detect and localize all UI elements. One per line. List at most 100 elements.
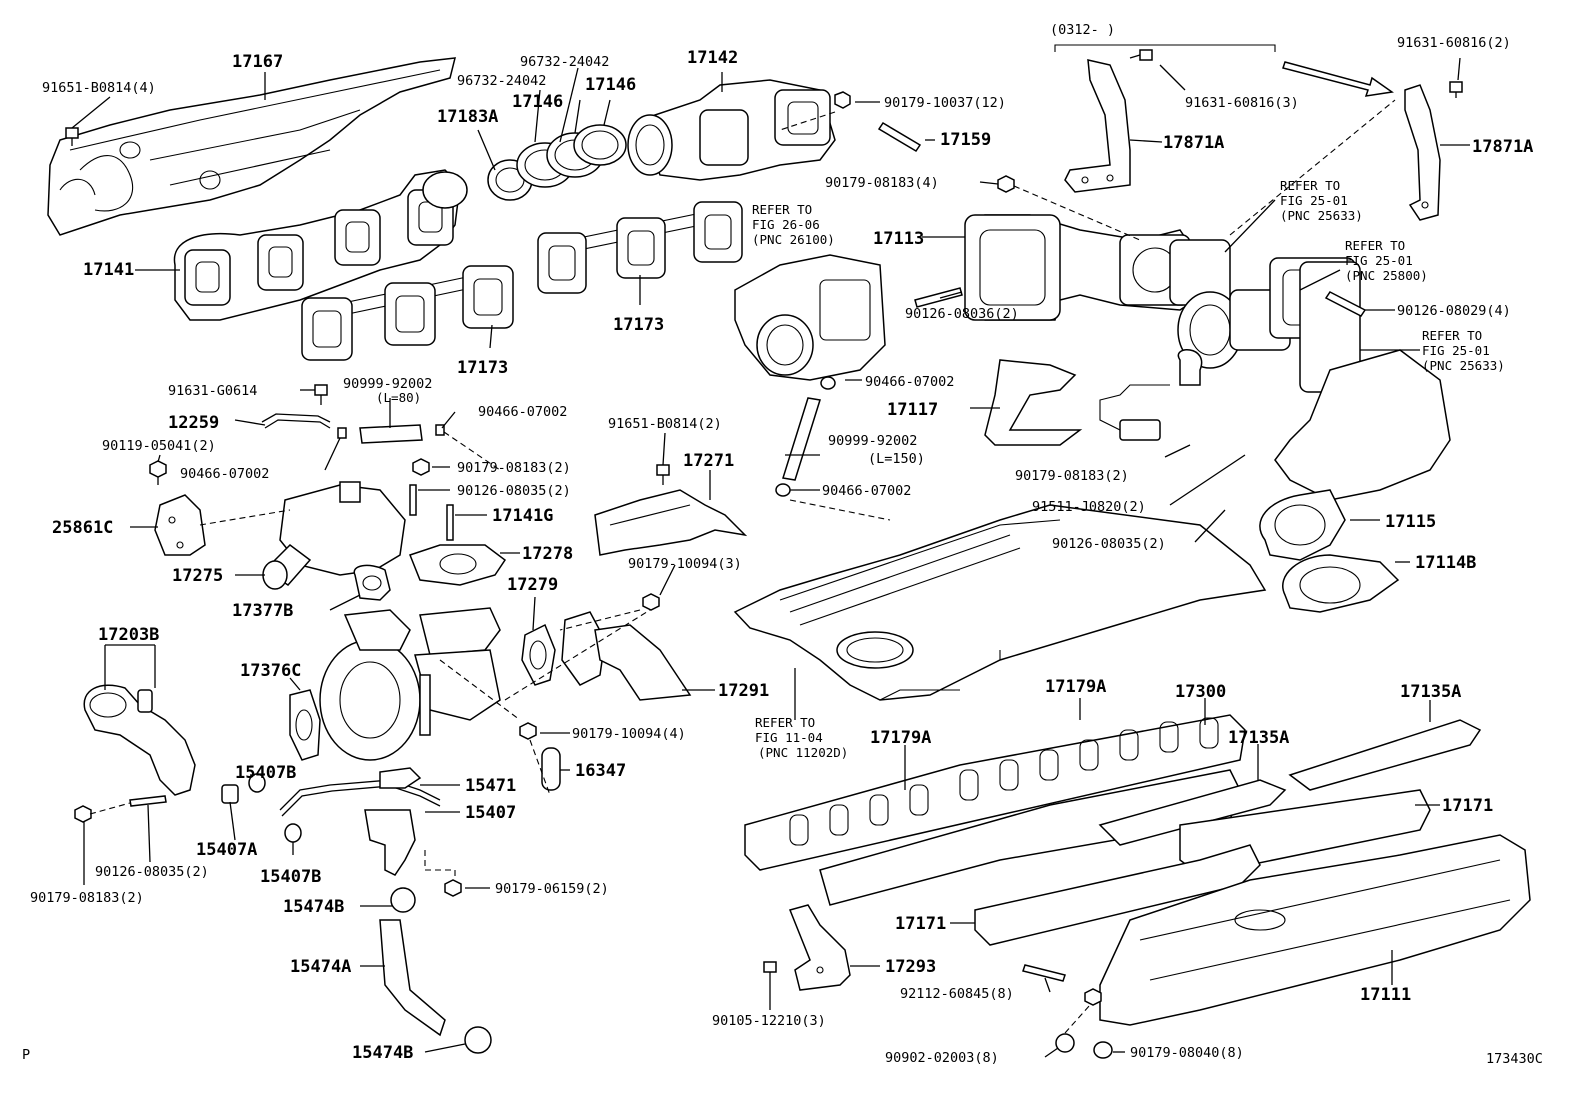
callout-labels: 17167 91651-B0814(4) 96732-24042 96732-2…: [22, 22, 1543, 1067]
nut-90179-08183-4: [997, 175, 1015, 193]
refer-25-01-c-line2: FIG 25-01: [1422, 343, 1490, 358]
refer-11-04-line1: REFER TO: [755, 715, 815, 730]
part-17179a-gasket-a: [744, 714, 1246, 871]
label-12259: 12259: [168, 413, 219, 433]
part-17871a-bracket-right: [1404, 84, 1441, 221]
label-17203b: 17203B: [98, 625, 159, 645]
refer-25-01-a-line2: FIG 25-01: [1280, 193, 1348, 208]
label-15407a: 15407A: [196, 840, 257, 860]
label-17271: 17271: [683, 451, 734, 471]
part-17173-gasket-set-a: [301, 265, 514, 361]
nut-90179-08183-2c: [74, 805, 92, 823]
label-17135a-b: 17135A: [1228, 728, 1289, 748]
label-90179-08183-4: 90179-08183(4): [825, 175, 939, 191]
label-17146-b: 17146: [585, 75, 636, 95]
label-90179-08183-2a: 90179-08183(2): [457, 460, 571, 476]
label-90466-07002-b: 90466-07002: [180, 466, 269, 482]
part-17141-exhaust-manifold: [173, 169, 468, 321]
part-17203b-pipe: [83, 684, 196, 796]
label-17279: 17279: [507, 575, 558, 595]
label-90126-08035-2c: 90126-08035(2): [95, 864, 209, 880]
label-17377b: 17377B: [232, 601, 293, 621]
label-17376c: 17376C: [240, 661, 301, 681]
part-17115-intake-connector: [1259, 257, 1451, 561]
label-15407b-a: 15407B: [235, 763, 296, 783]
label-17159: 17159: [940, 130, 991, 150]
part-17135a-rail-b: [1288, 719, 1482, 791]
label-90179-06159: 90179-06159(2): [495, 881, 609, 897]
hose-90999-92002-l80: [359, 424, 423, 444]
label-17146-a: 17146: [512, 92, 563, 112]
label-90179-08183-2b: 90179-08183(2): [1015, 468, 1129, 484]
label-96732-24042-a: 96732-24042: [520, 54, 609, 70]
label-17167: 17167: [232, 52, 283, 72]
part-15407b-washer-b: [284, 823, 302, 843]
label-0312: (0312- ): [1050, 22, 1115, 38]
part-15474a-hose: [379, 919, 446, 1037]
refer-25-01-a-line3: (PNC 25633): [1280, 208, 1363, 223]
label-17171-b: 17171: [895, 914, 946, 934]
label-17173-a: 17173: [613, 315, 664, 335]
part-15407b-washer-a: [248, 773, 266, 793]
label-90999-92002-b: 90999-92002: [828, 433, 917, 449]
part-engine-cover: [733, 504, 1267, 701]
label-90126-08035-2a: 90126-08035(2): [457, 483, 571, 499]
label-17871a-a: 17871A: [1163, 133, 1224, 153]
label-90466-07002-a: 90466-07002: [478, 404, 567, 420]
label-17300: 17300: [1175, 682, 1226, 702]
refer-11-04-line3: (PNC 11202D): [758, 745, 848, 760]
label-91651-b0814-4: 91651-B0814(4): [42, 80, 156, 96]
part-17167-heat-insulator: [47, 57, 456, 236]
refer-26-06-line2: FIG 26-06: [752, 217, 820, 232]
part-15407-oil-pipe: [279, 779, 441, 876]
date-range-bracket: [1054, 44, 1276, 52]
refer-26-06-line3: (PNC 26100): [752, 232, 835, 247]
label-90126-08029: 90126-08029(4): [1397, 303, 1511, 319]
part-16347-gasket: [541, 747, 561, 791]
nut-90179-10037: [834, 91, 851, 109]
nut-90119-05041: [149, 460, 167, 485]
label-17135a-a: 17135A: [1400, 682, 1461, 702]
label-15474a: 15474A: [290, 957, 351, 977]
refer-25-01-b-line3: (PNC 25800): [1345, 268, 1428, 283]
label-l80: (L=80): [376, 390, 421, 405]
nut-90179-08040: [1093, 1041, 1113, 1059]
label-90179-10094-3: 90179-10094(3): [628, 556, 742, 572]
label-17117: 17117: [887, 400, 938, 420]
label-90179-08183-2c: 90179-08183(2): [30, 890, 144, 906]
refer-25-01-c-line1: REFER TO: [1422, 328, 1482, 343]
leader-lines: [71, 57, 1470, 1058]
label-90105-12210: 90105-12210(3): [712, 1013, 826, 1029]
direction-arrow: [1282, 61, 1394, 97]
label-l150: (L=150): [868, 451, 925, 467]
label-91631-60816-2: 91631-60816(2): [1397, 35, 1511, 51]
label-16347: 16347: [575, 761, 626, 781]
label-17179a-a: 17179A: [1045, 677, 1106, 697]
label-17141: 17141: [83, 260, 134, 280]
refer-26-06-line1: REFER TO: [752, 202, 812, 217]
refer-25-01-b-line1: REFER TO: [1345, 238, 1405, 253]
part-17871a-bracket-left: [1064, 59, 1131, 193]
nut-90179-10094-3: [642, 593, 660, 611]
corner-marker: P: [22, 1047, 30, 1063]
part-15474b-clamp-b: [464, 1026, 492, 1054]
stud-90126-08035-a: [409, 484, 417, 516]
label-91631-g0614: 91631-G0614: [168, 383, 257, 399]
label-96732-24042-b: 96732-24042: [457, 73, 546, 89]
part-17171-gasket-b: [974, 844, 1261, 946]
label-90179-10037: 90179-10037(12): [884, 95, 1006, 111]
stud-92112-60845: [1022, 964, 1066, 982]
part-17117-bracket: [984, 359, 1083, 446]
label-17871a-b: 17871A: [1472, 137, 1533, 157]
refer-25-01-a-line1: REFER TO: [1280, 178, 1340, 193]
nut-90179-08183-2a: [412, 458, 430, 476]
label-15407b-b: 15407B: [260, 867, 321, 887]
part-17114b-gasket: [1282, 554, 1400, 613]
part-25861c-plate: [154, 494, 206, 556]
part-15407a-bolt: [221, 784, 239, 804]
part-12259-pipe: [261, 413, 331, 429]
label-90179-08040: 90179-08040(8): [1130, 1045, 1244, 1061]
hose-90999-92002-l150: [775, 376, 836, 497]
